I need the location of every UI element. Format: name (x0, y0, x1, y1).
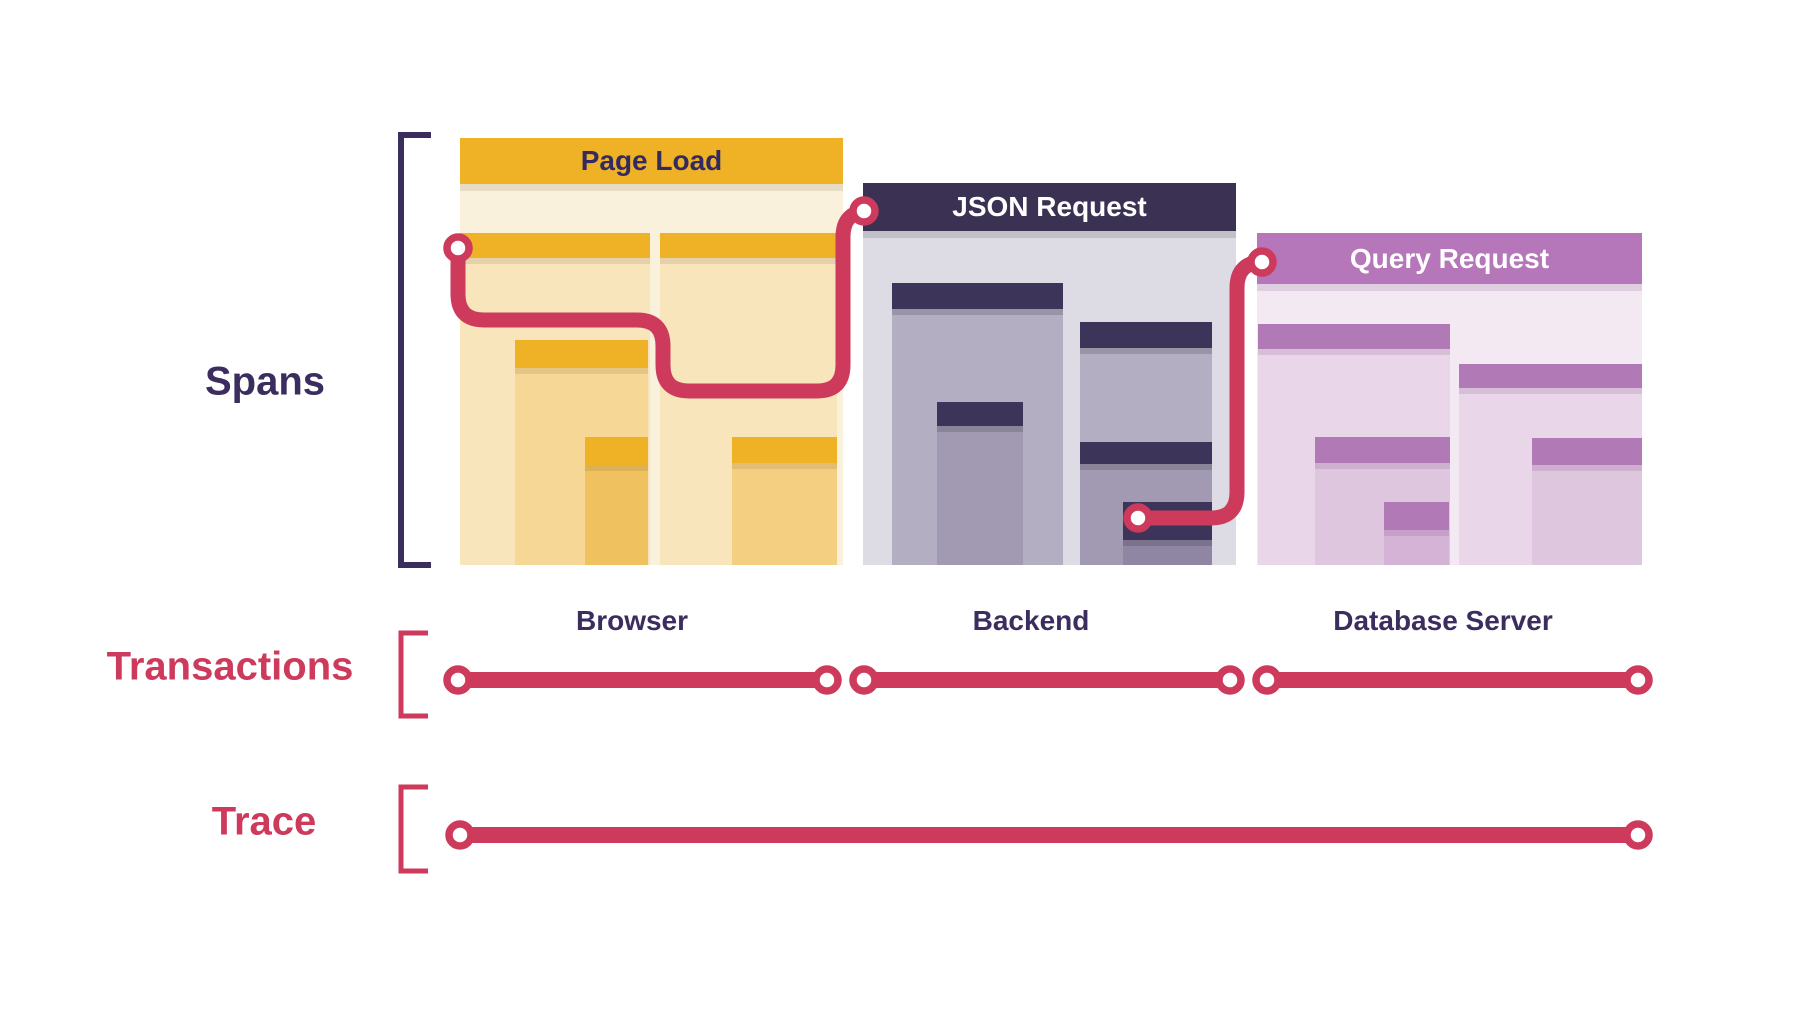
span-bar (937, 402, 1023, 426)
transaction-endpoint-circle (1623, 665, 1653, 695)
panel-query-request-title: Query Request (1349, 242, 1550, 274)
trace-bracket (398, 784, 428, 874)
trace-endpoint-circle (445, 820, 475, 850)
span-bar (1459, 364, 1642, 388)
panel-query-request: Query Request (1257, 233, 1642, 565)
span-bar (1315, 437, 1450, 463)
span-bar (892, 283, 1063, 309)
transaction-endpoint-circle (812, 665, 842, 695)
trace-endpoint-circle (1623, 820, 1653, 850)
span-bar (1123, 502, 1212, 540)
span-bar (732, 437, 837, 463)
panel-json-request-title: JSON Request (952, 191, 1147, 222)
span-bar (1532, 438, 1642, 465)
panel-page-load-title: Page Load (580, 145, 723, 176)
span-bar (660, 233, 837, 258)
service-label-browser: Browser (575, 605, 689, 636)
panel-query-request-header: Query Request (1257, 233, 1642, 284)
span-bar (1080, 322, 1212, 348)
panel-json-request: JSON Request (863, 183, 1236, 565)
transaction-endpoint-circle (849, 665, 879, 695)
span-body (585, 465, 648, 565)
span-bar (460, 233, 650, 258)
panel-json-request-header: JSON Request (863, 183, 1236, 231)
span-bar (1258, 324, 1450, 349)
transaction-endpoint-circle (443, 665, 473, 695)
span-body (1123, 540, 1212, 565)
span-bar (1080, 442, 1212, 464)
trace-label: Trace (211, 799, 317, 844)
span-body (937, 426, 1023, 565)
span-body (732, 463, 837, 565)
panel-page-load-header: Page Load (460, 138, 843, 184)
panel-page-load: Page Load (460, 138, 843, 565)
transactions-label: Transactions (106, 644, 354, 689)
span-bar (1384, 502, 1449, 530)
spans-bracket (398, 132, 431, 568)
span-bar (515, 340, 648, 368)
transaction-endpoint-circle (1215, 665, 1245, 695)
span-body (1532, 465, 1642, 565)
transactions-bracket (398, 630, 428, 719)
span-bar (585, 437, 648, 465)
transaction-endpoint-circle (1252, 665, 1282, 695)
span-body (1384, 530, 1449, 565)
spans-label: Spans (204, 359, 326, 404)
service-label-database-server: Database Server (1333, 605, 1553, 636)
service-label-backend: Backend (972, 605, 1090, 636)
